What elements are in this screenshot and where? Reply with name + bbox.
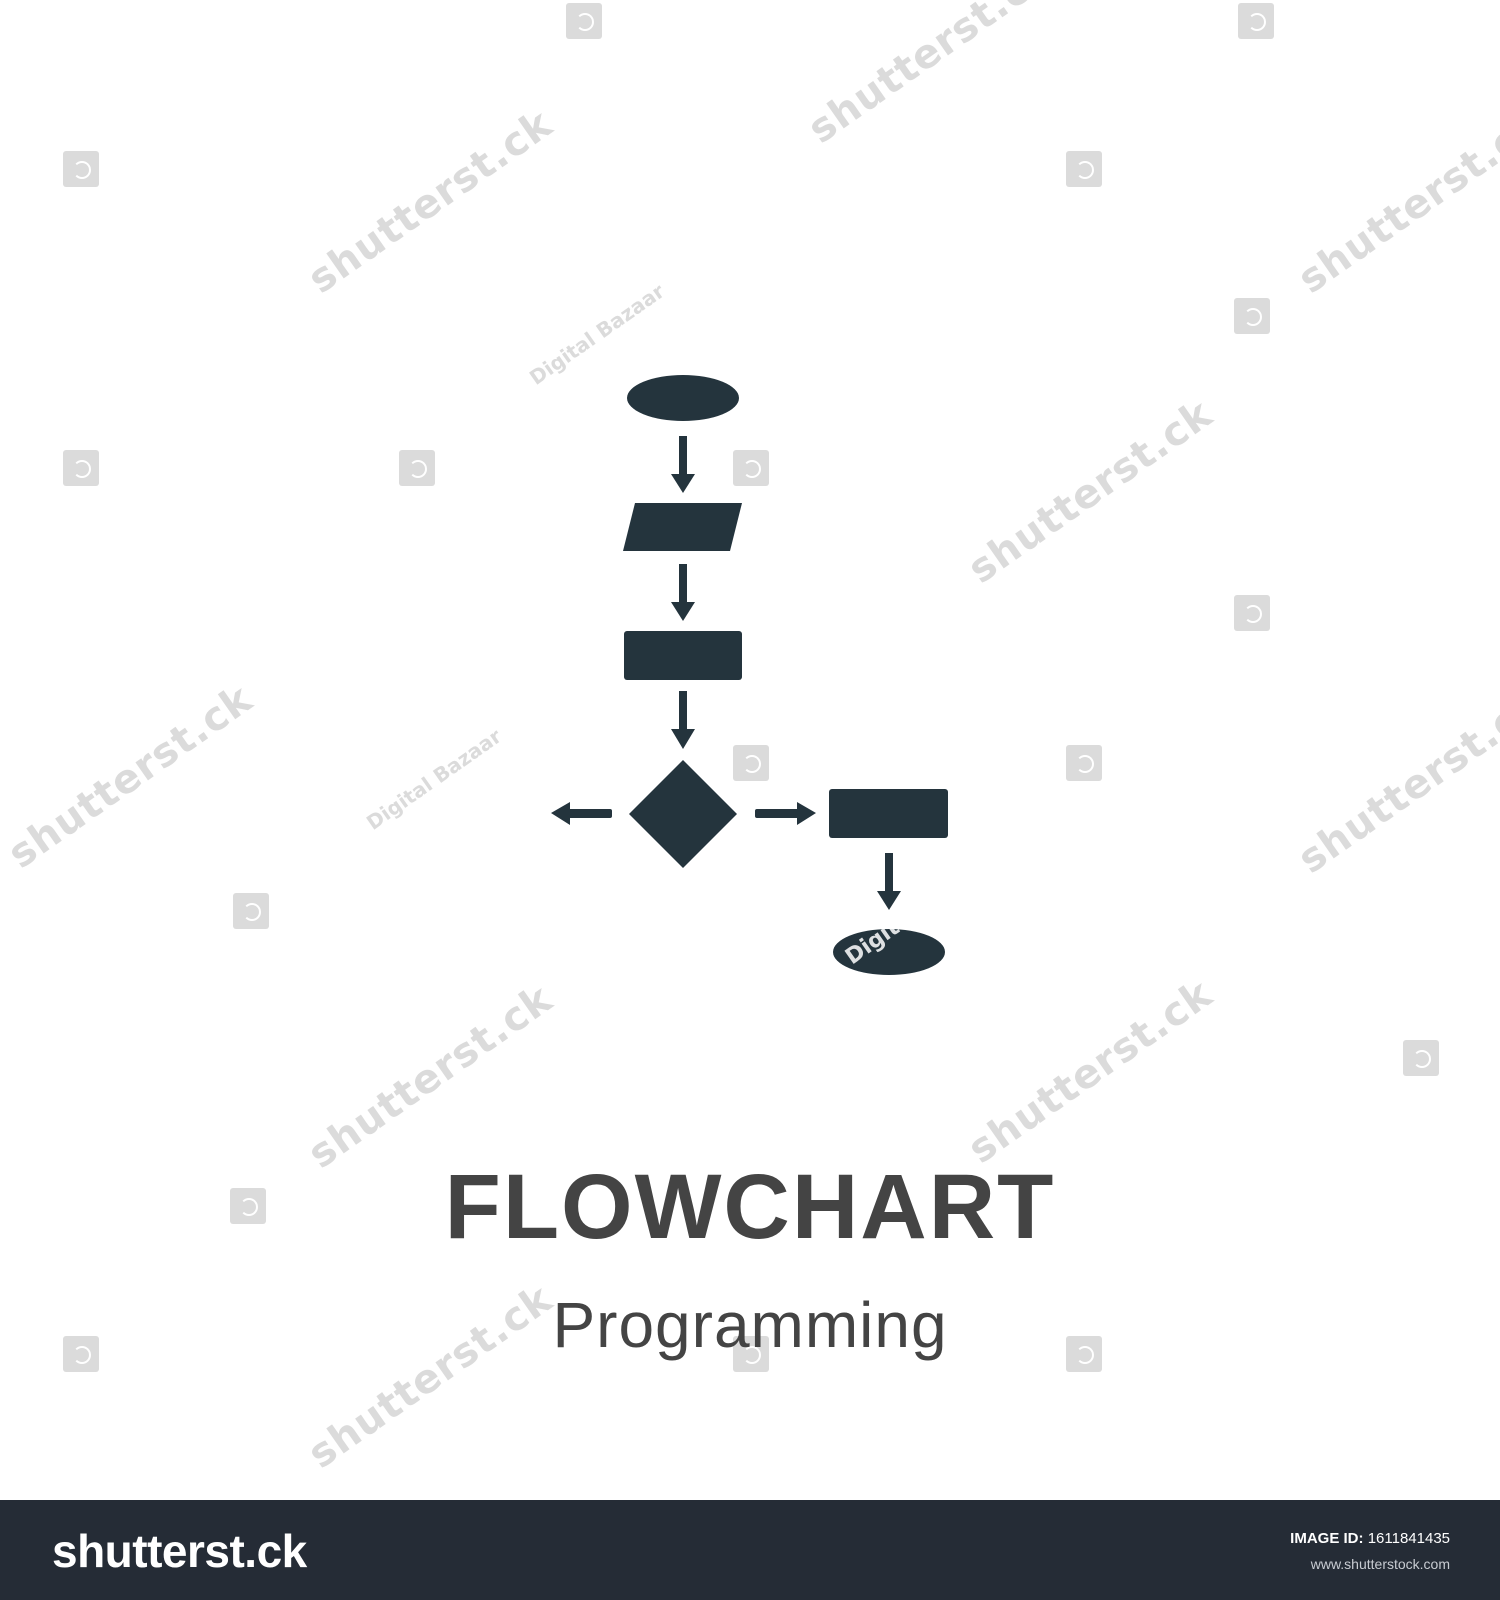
process-box-shape bbox=[829, 789, 948, 838]
process-box-shape bbox=[624, 631, 742, 680]
input-parallelogram-shape bbox=[623, 503, 742, 551]
arrow-down-icon bbox=[679, 691, 687, 731]
category-subtitle: Programming bbox=[552, 1289, 948, 1361]
brand-logo: shutterst.ck bbox=[52, 1525, 307, 1577]
start-terminator-shape bbox=[627, 375, 739, 421]
image-id-line: IMAGE ID: 1611841435 bbox=[1290, 1530, 1450, 1547]
arrow-right-icon bbox=[797, 802, 816, 825]
arrow-down-icon bbox=[671, 729, 695, 749]
arrow-right-icon bbox=[755, 809, 799, 818]
image-id-value: 1611841435 bbox=[1367, 1530, 1450, 1547]
site-url: www.shutterstock.com bbox=[1310, 1556, 1450, 1572]
arrow-left-icon bbox=[551, 802, 570, 825]
page-title: FLOWCHART bbox=[444, 1156, 1056, 1258]
arrow-down-icon bbox=[671, 474, 695, 493]
arrow-down-icon bbox=[877, 891, 901, 910]
footer-bar: shutterst.ck IMAGE ID: 1611841435 www.sh… bbox=[0, 1500, 1500, 1600]
flowchart-icon: Digital bbox=[551, 375, 948, 975]
arrow-down-icon bbox=[679, 436, 687, 476]
arrow-down-icon bbox=[885, 853, 893, 893]
arrow-down-icon bbox=[671, 602, 695, 621]
arrow-left-icon bbox=[568, 809, 612, 818]
image-id-label: IMAGE ID: bbox=[1290, 1530, 1364, 1547]
arrow-down-icon bbox=[679, 564, 687, 604]
decision-diamond-shape bbox=[629, 760, 737, 868]
end-terminator-shape bbox=[833, 929, 945, 975]
